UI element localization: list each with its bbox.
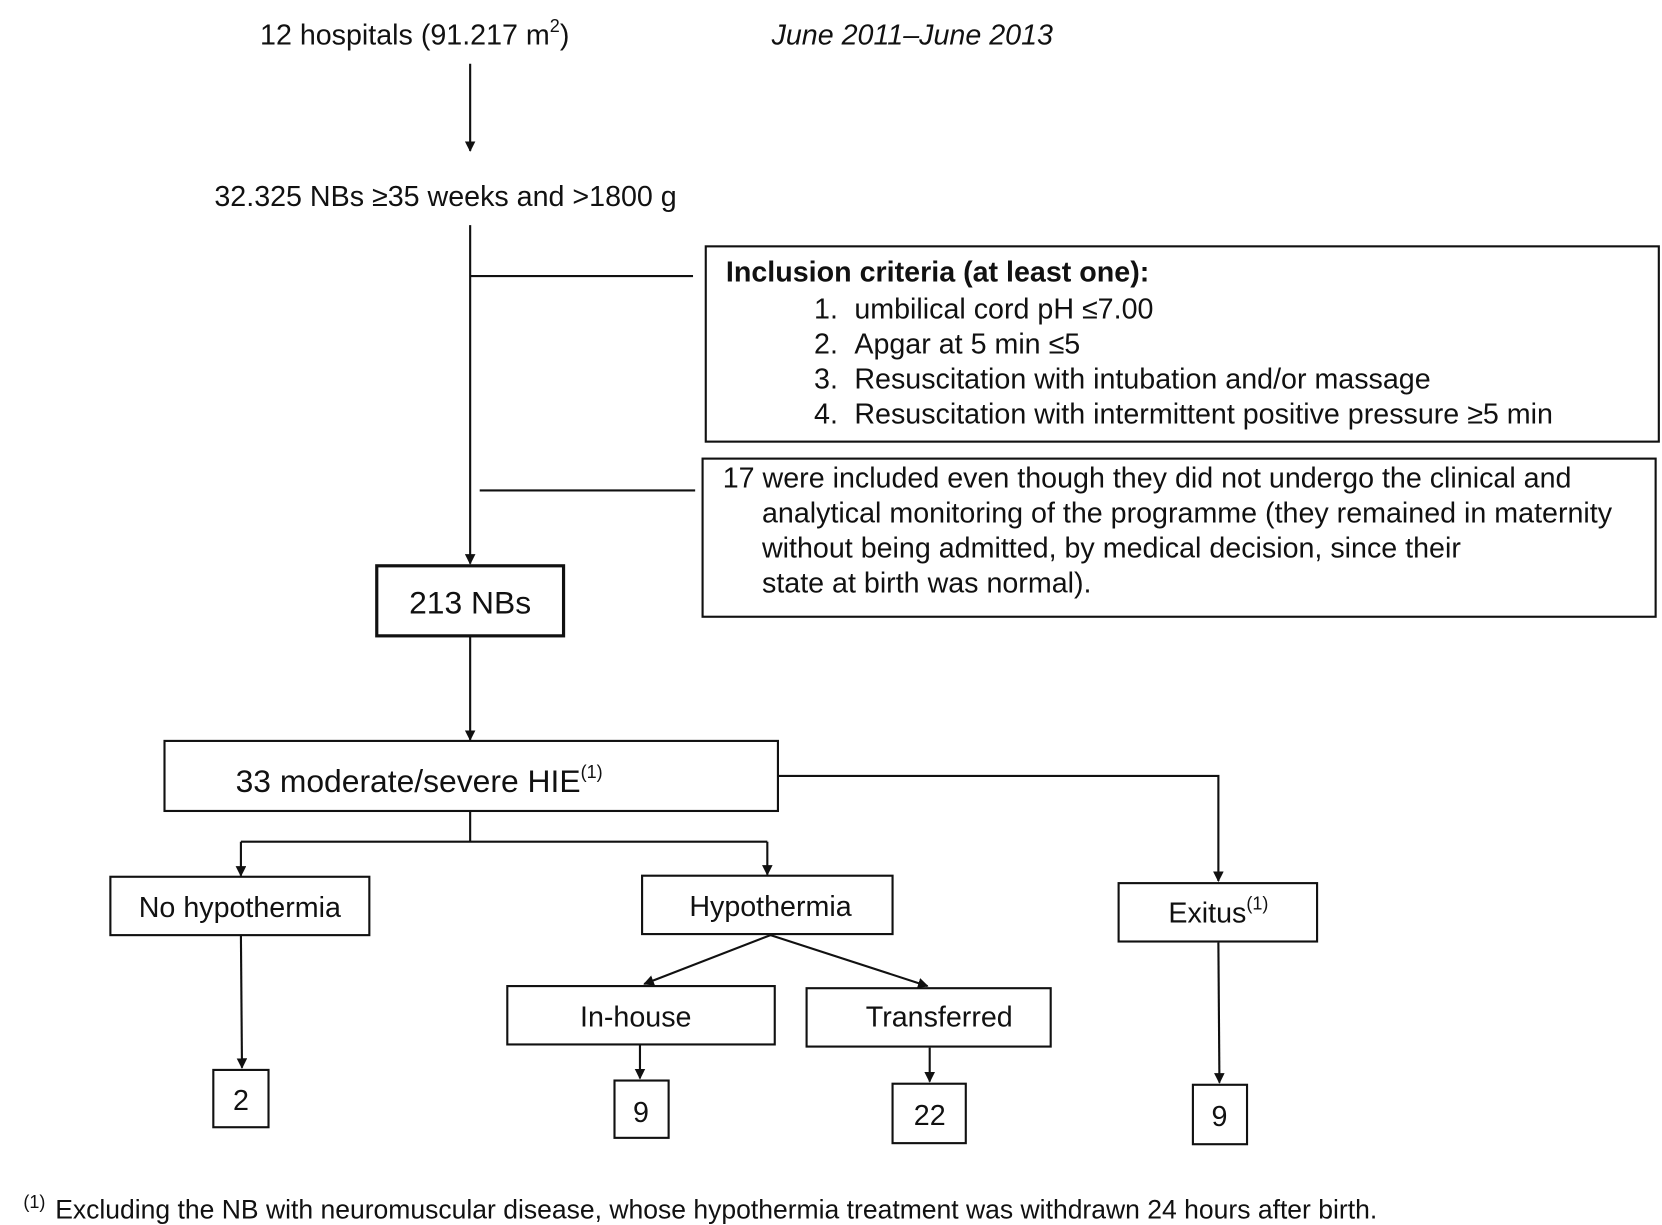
nbs-box: 213 NBs <box>375 564 566 638</box>
count-exitus: 9 <box>1191 1083 1249 1146</box>
note-line: state at birth was normal). <box>762 567 1092 599</box>
criterion-text: Resuscitation with intermittent positive… <box>854 399 1553 431</box>
no-hypothermia-box: No hypothermia <box>109 875 371 937</box>
arrow-exitus-count <box>1214 942 1225 1084</box>
criterion-text: Apgar at 5 min ≤5 <box>854 329 1080 361</box>
exitus-label: Exitus(1) <box>1168 894 1268 930</box>
note-line: 17 were included even though they did no… <box>723 462 1572 494</box>
inclusion-title: Inclusion criteria (at least one): <box>726 256 1149 288</box>
arrow-inhouse <box>643 934 771 986</box>
count-no-hypothermia: 2 <box>212 1068 270 1129</box>
footnote-mark: (1) <box>23 1192 45 1212</box>
note-line: without being admitted, by medical decis… <box>761 532 1461 564</box>
arrow-no-hypo-count <box>236 935 248 1069</box>
hie-label: 33 moderate/severe HIE(1) <box>236 762 603 799</box>
count-label: 9 <box>633 1097 649 1129</box>
arrow-hie-exitus <box>777 774 1224 883</box>
footnote-text: Excluding the NB with neuromuscular dise… <box>55 1195 1377 1225</box>
nbs-label: 213 NBs <box>409 585 531 621</box>
hypothermia-label: Hypothermia <box>689 891 851 923</box>
count-label: 2 <box>233 1085 249 1117</box>
exitus-box: Exitus(1) <box>1117 882 1319 943</box>
criterion-text: umbilical cord pH ≤7.00 <box>854 294 1153 326</box>
criterion-num: 3. <box>814 364 838 396</box>
count-transferred: 22 <box>891 1082 967 1145</box>
transferred-box: Transferred <box>805 987 1052 1048</box>
transferred-label: Transferred <box>866 1001 1013 1033</box>
criterion-text: Resuscitation with intubation and/or mas… <box>854 364 1430 396</box>
count-label: 22 <box>914 1100 946 1132</box>
period-label: June 2011–June 2013 <box>771 20 1053 52</box>
hie-box: 33 moderate/severe HIE(1) <box>163 739 779 813</box>
hospitals-label: 12 hospitals (91.217 m2) <box>260 16 569 52</box>
criterion-num: 1. <box>814 294 838 326</box>
population-label: 32.325 NBs ≥35 weeks and >1800 g <box>214 181 676 213</box>
arrow-transferred <box>770 934 929 989</box>
hypothermia-box: Hypothermia <box>641 874 894 936</box>
note-17-box: 17 were included even though they did no… <box>701 457 1657 618</box>
count-inhouse: 9 <box>613 1079 670 1139</box>
count-label: 9 <box>1211 1101 1227 1133</box>
note-line: analytical monitoring of the programme (… <box>762 497 1613 529</box>
inhouse-label: In-house <box>580 1001 691 1033</box>
no-hypothermia-label: No hypothermia <box>139 892 341 924</box>
inclusion-criteria-box: Inclusion criteria (at least one): 1. um… <box>704 245 1660 443</box>
inhouse-box: In-house <box>506 985 776 1046</box>
criterion-num: 2. <box>814 329 838 361</box>
criterion-num: 4. <box>814 399 838 431</box>
